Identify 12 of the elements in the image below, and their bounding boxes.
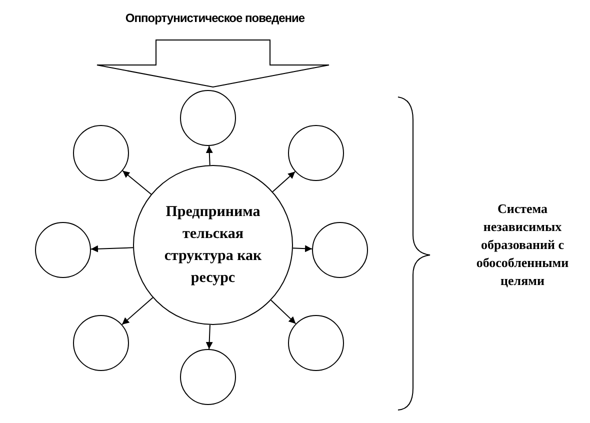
arrow bbox=[206, 324, 213, 350]
arrow bbox=[292, 245, 313, 252]
arrow bbox=[122, 170, 152, 195]
heading-text: Оппортунистическое поведение bbox=[100, 8, 330, 28]
arrow bbox=[272, 171, 296, 192]
arrow bbox=[90, 245, 134, 252]
arrow bbox=[206, 145, 213, 166]
side-note: Система независимых образований с обособленными целями bbox=[475, 200, 570, 290]
circle-label: Предпринима тельская структура как ресурс bbox=[163, 203, 263, 288]
arrow bbox=[270, 300, 296, 324]
block-arrow bbox=[96, 40, 330, 88]
arrow bbox=[122, 297, 154, 326]
